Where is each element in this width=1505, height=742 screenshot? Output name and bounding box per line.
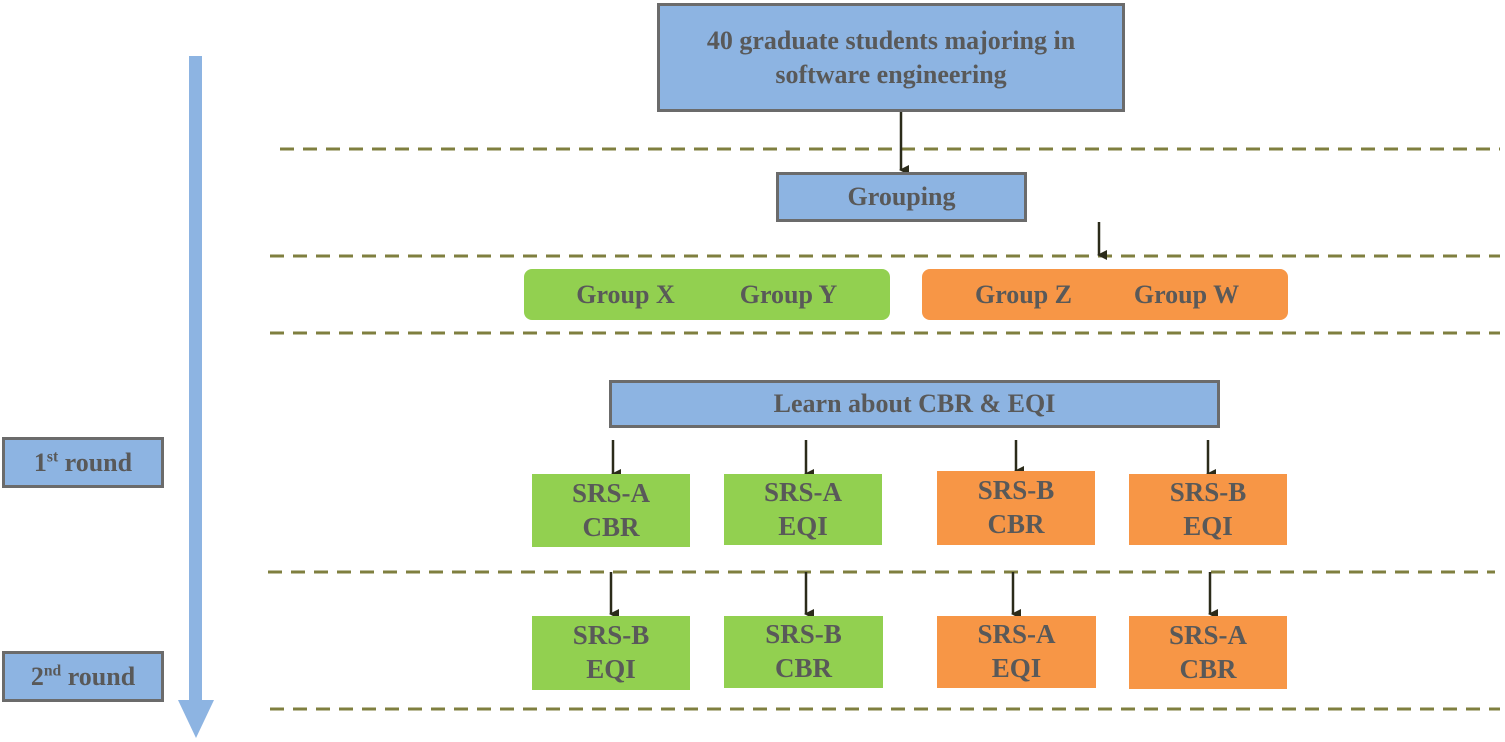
- group-w-label: Group W: [1133, 279, 1240, 309]
- groups-xy-box: Group X Group Y: [524, 269, 890, 320]
- r1-box-1-spec: SRS-A: [571, 477, 651, 508]
- r1-box-2: SRS-A EQI: [724, 474, 882, 545]
- round-2-label-box: 2nd round: [2, 651, 164, 702]
- r1-box-1: SRS-A CBR: [532, 474, 690, 547]
- round-1-label-box: 1st round: [2, 437, 164, 488]
- r2-box-2: SRS-B CBR: [724, 616, 883, 688]
- learn-box: Learn about CBR & EQI: [609, 380, 1220, 428]
- r1-box-3-spec: SRS-B: [977, 475, 1055, 506]
- r2-box-4: SRS-A CBR: [1129, 616, 1287, 689]
- group-y-label: Group Y: [739, 279, 838, 309]
- timeline-shaft: [189, 56, 202, 704]
- r1-box-2-method: EQI: [778, 510, 828, 541]
- group-z-label: Group Z: [974, 279, 1073, 309]
- r2-box-3-method: EQI: [991, 653, 1042, 683]
- participants-box: 40 graduate students majoring in softwar…: [657, 3, 1125, 112]
- r1-box-2-spec: SRS-A: [763, 476, 843, 507]
- learn-label: Learn about CBR & EQI: [773, 389, 1056, 419]
- r2-box-3: SRS-A EQI: [937, 616, 1096, 688]
- groups-zw-box: Group Z Group W: [922, 269, 1288, 320]
- grouping-label: Grouping: [847, 182, 956, 212]
- group-x-label: Group X: [576, 279, 675, 309]
- r2-box-4-spec: SRS-A: [1168, 619, 1248, 650]
- r2-box-1: SRS-B EQI: [532, 616, 690, 690]
- r2-box-4-method: CBR: [1179, 653, 1237, 684]
- timeline-arrowhead: [178, 700, 214, 738]
- grouping-box: Grouping: [776, 172, 1027, 222]
- r1-box-3: SRS-B CBR: [937, 471, 1095, 545]
- r1-box-1-method: CBR: [582, 511, 640, 542]
- r1-box-3-method: CBR: [987, 509, 1045, 539]
- r2-box-2-spec: SRS-B: [765, 619, 842, 650]
- round-2-label: 2nd round: [30, 661, 136, 691]
- r2-box-2-method: CBR: [774, 653, 832, 683]
- r2-box-3-spec: SRS-A: [977, 619, 1056, 650]
- r1-box-4-spec: SRS-B: [1169, 476, 1247, 507]
- r2-box-1-spec: SRS-B: [572, 620, 650, 651]
- r1-box-4: SRS-B EQI: [1129, 474, 1287, 545]
- participants-line-1: 40 graduate students majoring in: [706, 25, 1076, 55]
- r2-box-1-method: EQI: [586, 654, 636, 684]
- r1-box-4-method: EQI: [1183, 510, 1233, 541]
- participants-line-2: software engineering: [775, 59, 1007, 89]
- round-1-label: 1st round: [33, 447, 133, 477]
